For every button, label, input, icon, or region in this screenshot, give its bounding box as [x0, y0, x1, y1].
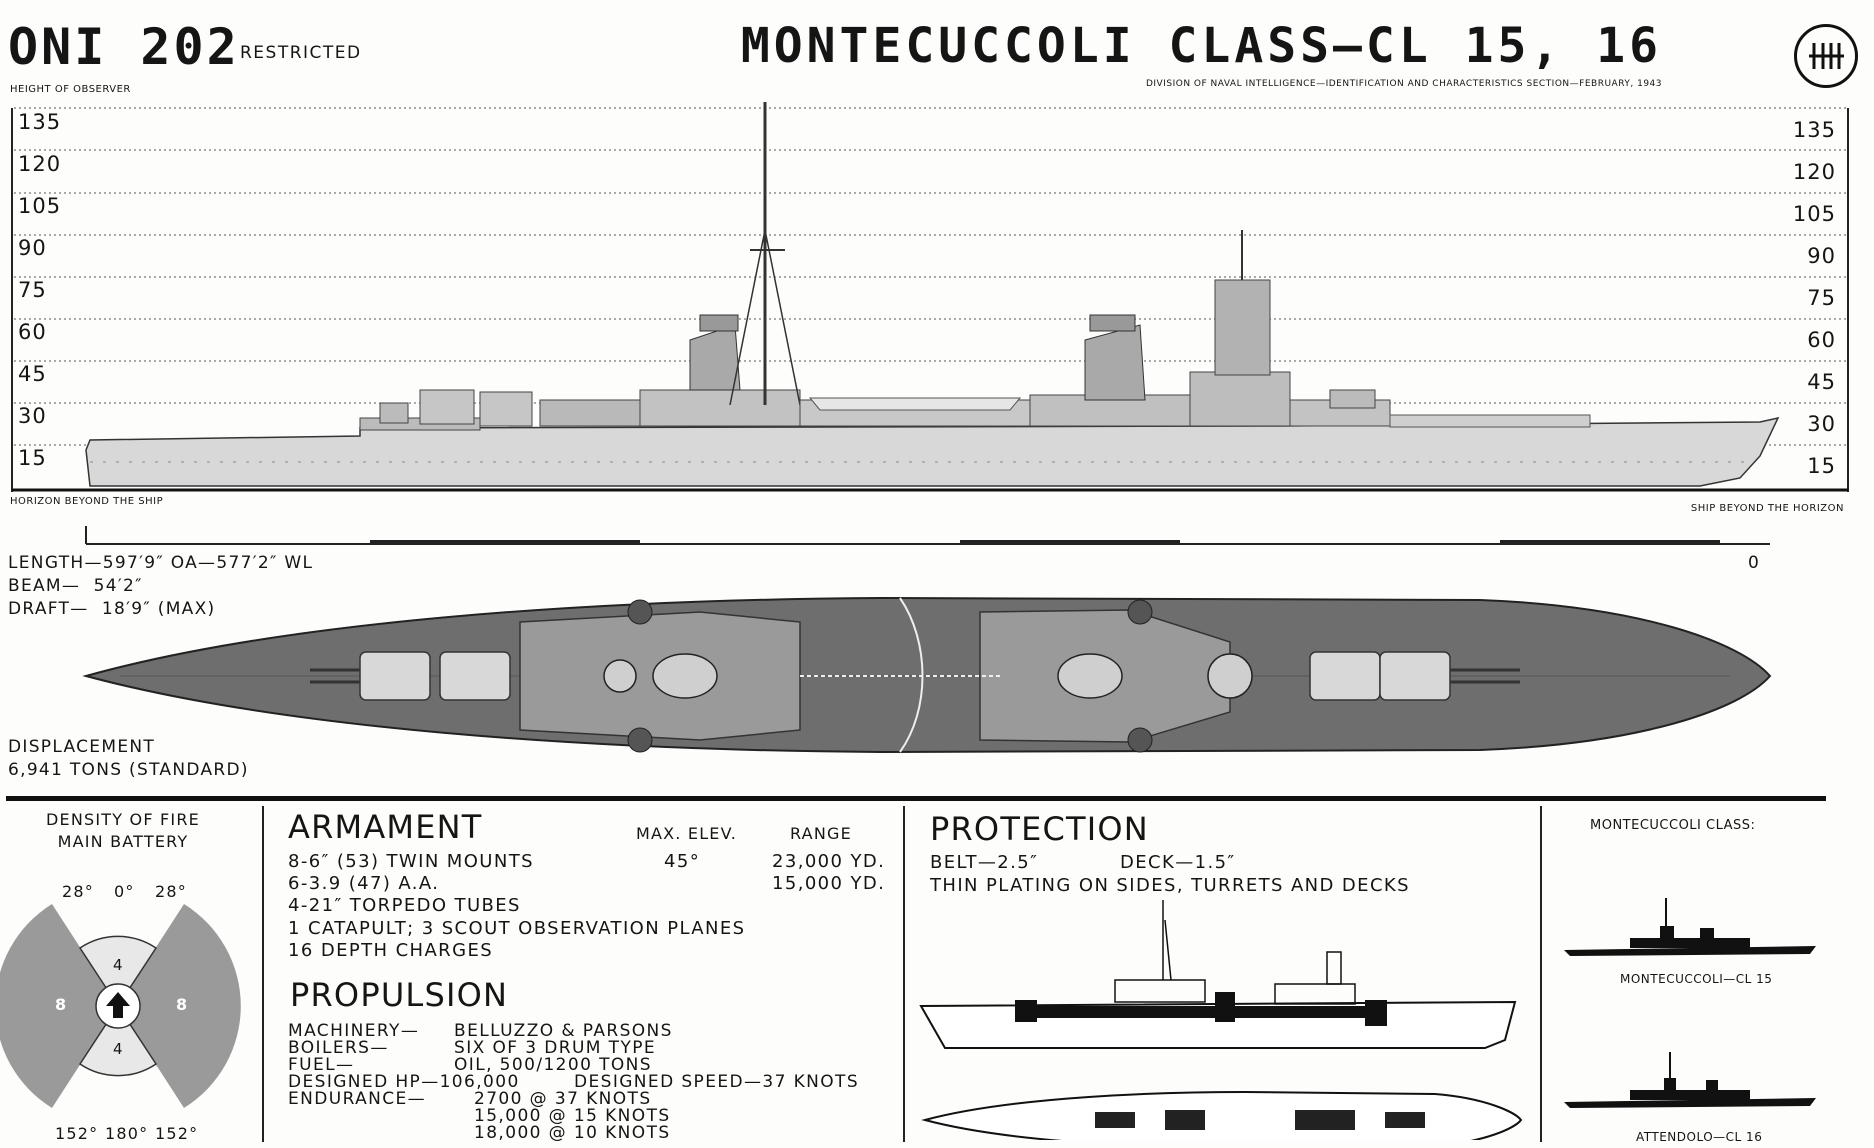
height-tick-left: 90	[18, 236, 47, 260]
protection-heading: PROTECTION	[930, 810, 1149, 848]
class-ships-heading: MONTECUCCOLI CLASS:	[1590, 818, 1756, 833]
height-tick-right: 60	[1807, 328, 1836, 352]
height-tick-left: 60	[18, 320, 47, 344]
column-divider	[262, 806, 264, 1142]
page-title: MONTECUCCOLI CLASS—CL 15, 16	[740, 18, 1662, 74]
armament-range: 15,000 YD.	[772, 873, 886, 894]
propulsion-value: OIL, 500/1200 TONS	[454, 1055, 652, 1075]
angle-label: 180°	[105, 1124, 149, 1143]
angle-label: 28°	[155, 882, 187, 901]
armament-elev: 45°	[664, 851, 701, 872]
propulsion-value: 18,000 @ 10 KNOTS	[474, 1123, 671, 1143]
column-divider	[1540, 806, 1542, 1142]
density-of-fire-subtitle: MAIN BATTERY	[57, 832, 189, 851]
protection-note: THIN PLATING ON SIDES, TURRETS AND DECKS	[930, 875, 1410, 896]
propulsion-value: 15,000 @ 15 KNOTS	[474, 1106, 671, 1126]
montecuccoli-silhouette	[1564, 898, 1816, 956]
horizon-beyond-label: HORIZON BEYOND THE SHIP	[10, 496, 164, 507]
height-tick-right: 90	[1807, 244, 1836, 268]
propulsion-label: BOILERS—	[288, 1038, 389, 1058]
sector-value-bottom: 4	[113, 1040, 123, 1058]
ship-caption: ATTENDOLO—CL 16	[1636, 1130, 1763, 1144]
range-column-header: RANGE	[790, 824, 852, 843]
propulsion-value: SIX OF 3 DRUM TYPE	[454, 1038, 657, 1058]
displacement-label: DISPLACEMENT	[8, 737, 156, 757]
height-of-observer-label: HEIGHT OF OBSERVER	[10, 84, 131, 95]
propulsion-heading: PROPULSION	[290, 976, 509, 1014]
height-tick-right: 45	[1807, 370, 1836, 394]
height-tick-left: 120	[18, 152, 62, 176]
protection-diagrams	[919, 900, 1523, 1140]
ship-beyond-label: SHIP BEYOND THE HORIZON	[1690, 503, 1844, 514]
belt-armor: BELT—2.5″	[930, 852, 1039, 873]
division-line: DIVISION OF NAVAL INTELLIGENCE—IDENTIFIC…	[1145, 79, 1662, 89]
height-tick-right: 120	[1792, 160, 1836, 184]
propulsion-label: ENDURANCE—	[288, 1089, 427, 1109]
armament-item: 1 CATAPULT; 3 SCOUT OBSERVATION PLANES	[288, 918, 746, 939]
angle-label: 0°	[114, 882, 135, 901]
length-spec: LENGTH—597′9″ OA—577′2″ WL	[8, 553, 314, 573]
height-tick-right: 135	[1792, 118, 1836, 142]
propulsion-label: DESIGNED HP—106,000	[288, 1072, 520, 1092]
height-tick-left: 105	[18, 194, 62, 218]
angle-label: 152°	[155, 1124, 199, 1143]
max-elev-column-header: MAX. ELEV.	[636, 824, 737, 843]
deck-armor: DECK—1.5″	[1120, 852, 1236, 873]
column-divider	[903, 806, 905, 1142]
sector-value-right: 8	[176, 995, 188, 1014]
draft-spec: DRAFT— 18′9″ (MAX)	[8, 599, 216, 619]
scale-zero-label: 0	[1748, 553, 1761, 573]
height-tick-right: 75	[1807, 286, 1836, 310]
height-tick-right: 30	[1807, 412, 1836, 436]
height-tick-right: 105	[1792, 202, 1836, 226]
angle-label: 152°	[55, 1124, 99, 1143]
doc-number: ONI 202	[8, 18, 240, 76]
armament-item: 4-21″ TORPEDO TUBES	[288, 895, 521, 916]
ship-profile-chart	[11, 102, 1849, 492]
propulsion-value: 2700 @ 37 KNOTS	[474, 1089, 652, 1109]
sector-value-top: 4	[113, 956, 123, 974]
armament-item: 6-3.9 (47) A.A.	[288, 873, 440, 894]
propulsion-value: DESIGNED SPEED—37 KNOTS	[574, 1072, 860, 1092]
oni-emblem	[1794, 24, 1858, 88]
height-tick-left: 30	[18, 404, 47, 428]
height-tick-left: 75	[18, 278, 47, 302]
propulsion-label: FUEL—	[288, 1055, 355, 1075]
height-tick-left: 15	[18, 446, 47, 470]
propulsion-label: MACHINERY—	[288, 1021, 420, 1041]
section-divider	[6, 796, 1826, 801]
sector-value-left: 8	[55, 995, 67, 1014]
attendolo-silhouette	[1564, 1052, 1816, 1108]
armament-heading: ARMAMENT	[288, 808, 483, 846]
height-tick-left: 135	[18, 110, 62, 134]
propulsion-value: BELLUZZO & PARSONS	[454, 1021, 673, 1041]
displacement-value: 6,941 TONS (STANDARD)	[8, 760, 249, 780]
density-of-fire-diagram	[0, 904, 241, 1108]
classification: RESTRICTED	[240, 43, 362, 63]
ship-caption: MONTECUCCOLI—CL 15	[1620, 972, 1773, 986]
angle-label: 28°	[62, 882, 94, 901]
ship-plan-view	[82, 596, 1772, 754]
armament-item: 8-6″ (53) TWIN MOUNTS	[288, 851, 534, 872]
density-of-fire-title: DENSITY OF FIRE	[46, 810, 200, 829]
armament-item: 16 DEPTH CHARGES	[288, 940, 494, 961]
length-scale-bar	[85, 526, 1770, 545]
height-tick-right: 15	[1807, 454, 1836, 478]
armament-range: 23,000 YD.	[772, 851, 886, 872]
beam-spec: BEAM— 54′2″	[8, 576, 143, 596]
height-tick-left: 45	[18, 362, 47, 386]
